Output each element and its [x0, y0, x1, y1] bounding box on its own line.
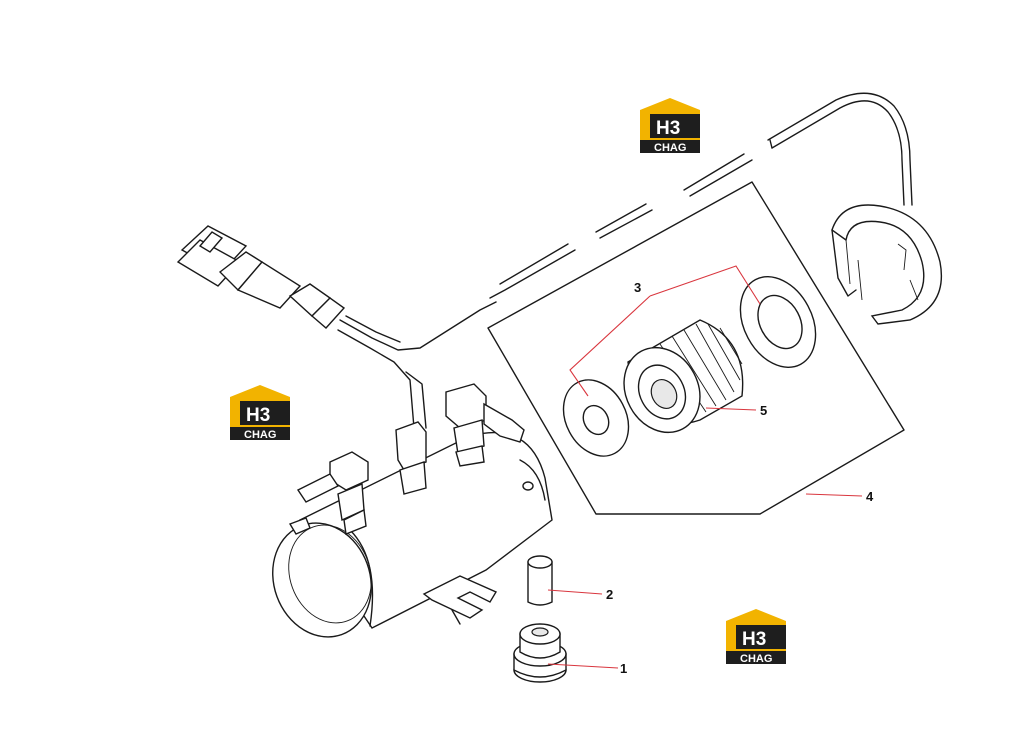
part-2-sleeve [527, 555, 553, 606]
brand-sub: CHAG [244, 429, 276, 441]
brand-sub: CHAG [740, 653, 772, 665]
part-1-grommet [513, 623, 567, 683]
service-kit-panel [487, 181, 905, 515]
part-3-seal-rear [739, 276, 817, 368]
callout-4: 4 [866, 489, 874, 504]
callout-leaders [547, 265, 863, 669]
part-3-seal-front [562, 379, 630, 457]
brand-mark: H3 [742, 629, 766, 650]
callout-2: 2 [606, 587, 613, 602]
callouts: 1 2 3 4 5 [606, 280, 874, 676]
wire-connector [176, 225, 497, 429]
brand-logo-top: H3 CHAG [640, 98, 700, 154]
brand-logo-bottom: H3 CHAG [726, 609, 786, 665]
fittings [288, 383, 525, 535]
clamp-ring [831, 204, 942, 325]
brand-logo-left: H3 CHAG [230, 385, 290, 441]
callout-3: 3 [634, 280, 641, 295]
brand-mark: H3 [656, 118, 680, 139]
fuel-pipe [489, 92, 913, 299]
brand-mark: H3 [246, 405, 270, 426]
part-5-filter-element [623, 319, 744, 434]
callout-1: 1 [620, 661, 627, 676]
callout-5: 5 [760, 403, 767, 418]
brand-sub: CHAG [654, 142, 686, 154]
